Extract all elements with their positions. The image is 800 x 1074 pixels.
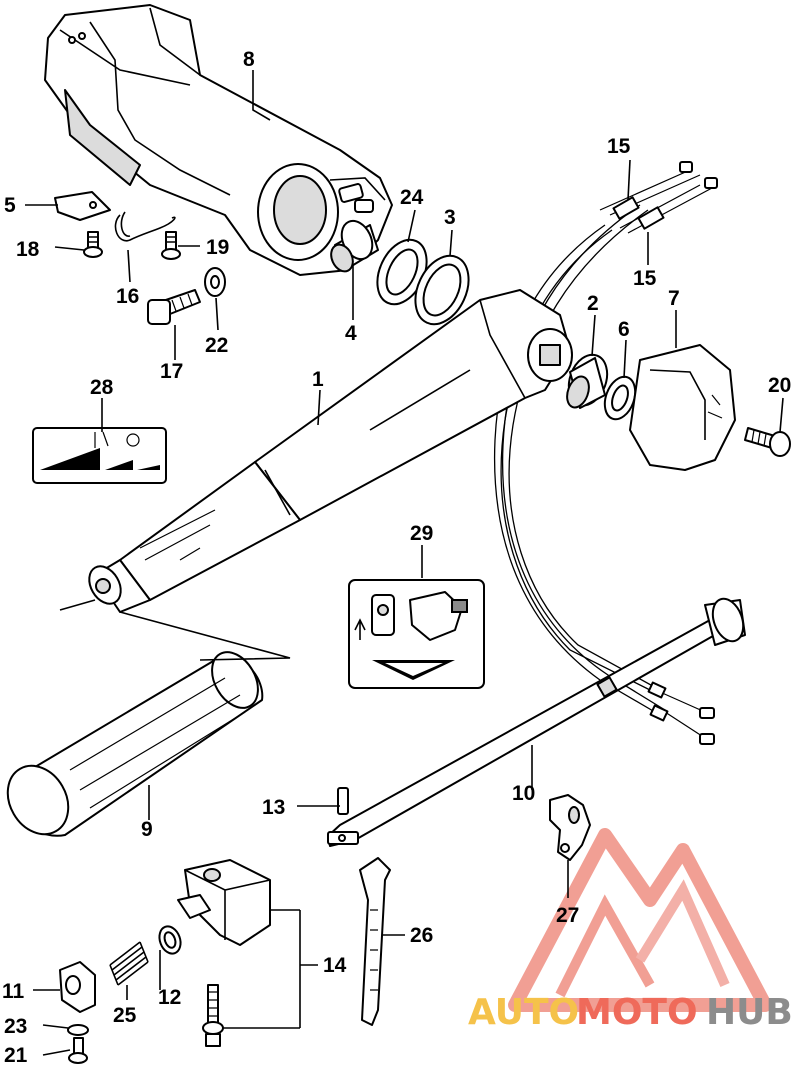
callout-22: 22 bbox=[205, 334, 228, 357]
callout-27: 27 bbox=[556, 904, 579, 927]
callout-7: 7 bbox=[668, 287, 680, 310]
spring-part-25 bbox=[109, 941, 149, 986]
callout-29: 29 bbox=[410, 522, 433, 545]
callout-11: 11 bbox=[2, 980, 25, 1003]
friction-block-part-14 bbox=[177, 859, 271, 946]
callout-16: 16 bbox=[116, 285, 139, 308]
bolt-part-17 bbox=[147, 289, 201, 325]
leader-lines bbox=[25, 70, 784, 1056]
cable-tie-part-26 bbox=[359, 857, 391, 1026]
washer-part-24 bbox=[376, 238, 428, 306]
screw-part-21 bbox=[68, 1037, 88, 1064]
callout-5: 5 bbox=[4, 194, 16, 217]
callout-9: 9 bbox=[141, 818, 153, 841]
callout-19: 19 bbox=[206, 236, 229, 259]
pin-part-13 bbox=[337, 787, 349, 815]
callout-15-bottom: 15 bbox=[633, 267, 657, 290]
bushing-part-4 bbox=[330, 219, 379, 273]
label-part-29 bbox=[348, 579, 485, 689]
tiller-arm-part-1 bbox=[88, 289, 573, 613]
watermark-text: AUTO MOTO HUB bbox=[468, 992, 793, 1033]
grip-part-9 bbox=[6, 599, 291, 837]
throttle-cables-part-15 bbox=[493, 161, 718, 745]
callout-2: 2 bbox=[587, 292, 599, 315]
callout-labels: 8 5 18 16 19 17 22 4 24 3 15 15 2 6 7 20… bbox=[2, 48, 791, 1067]
knob-part-11 bbox=[59, 961, 96, 1013]
callout-15-top: 15 bbox=[607, 135, 631, 158]
callout-6: 6 bbox=[618, 318, 630, 341]
screw-part-19 bbox=[161, 231, 181, 260]
bracket-part-27 bbox=[549, 794, 591, 861]
callout-24: 24 bbox=[400, 186, 424, 209]
watermark-hub: HUB bbox=[706, 992, 793, 1033]
callout-21: 21 bbox=[4, 1044, 28, 1067]
callout-25: 25 bbox=[113, 1004, 137, 1027]
bolt-part-14 bbox=[202, 984, 224, 1047]
callout-1: 1 bbox=[312, 368, 324, 391]
label-part-28 bbox=[32, 427, 167, 484]
plate-part-5 bbox=[54, 191, 111, 221]
bolt-part-20 bbox=[744, 427, 791, 457]
callout-3: 3 bbox=[444, 206, 456, 229]
callout-28: 28 bbox=[90, 376, 114, 399]
tiller-housing-part-8 bbox=[44, 4, 393, 276]
clip-part-12 bbox=[158, 925, 182, 955]
watermark-moto: MOTO bbox=[576, 992, 698, 1033]
callout-23: 23 bbox=[4, 1015, 27, 1038]
watermark-logo bbox=[508, 828, 772, 1012]
callout-10: 10 bbox=[512, 782, 535, 805]
spring-part-16 bbox=[114, 211, 176, 242]
callout-26: 26 bbox=[410, 924, 433, 947]
end-cap-part-7 bbox=[629, 344, 736, 471]
callout-14: 14 bbox=[323, 954, 347, 977]
callout-8: 8 bbox=[243, 48, 255, 71]
callout-18: 18 bbox=[16, 238, 40, 261]
callout-4: 4 bbox=[345, 322, 357, 345]
callout-13: 13 bbox=[262, 796, 285, 819]
washer-part-6 bbox=[603, 375, 637, 421]
washer-part-23 bbox=[67, 1024, 89, 1036]
washer-part-3 bbox=[414, 254, 470, 326]
throttle-rod-part-10 bbox=[327, 597, 746, 847]
screw-part-18 bbox=[83, 231, 103, 258]
callout-20: 20 bbox=[768, 374, 791, 397]
washer-part-22 bbox=[204, 267, 226, 297]
callout-12: 12 bbox=[158, 986, 181, 1009]
collar-part-2 bbox=[566, 353, 609, 409]
callout-17: 17 bbox=[160, 360, 183, 383]
watermark-auto: AUTO bbox=[468, 992, 579, 1033]
